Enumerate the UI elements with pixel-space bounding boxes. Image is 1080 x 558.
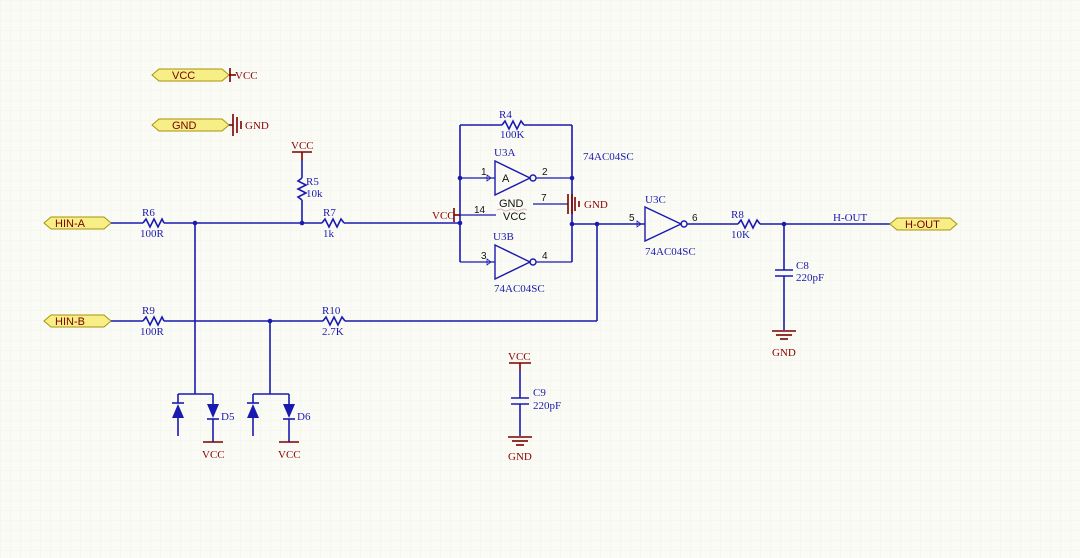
vcc-d6-label: VCC — [278, 449, 301, 461]
r4-value: 100K — [500, 129, 525, 141]
vcc-power-label: VCC — [235, 70, 258, 82]
vcc-power-symbol: VCC — [229, 68, 258, 82]
vcc-d5-symbol: VCC — [202, 441, 225, 461]
u3b-pin-in: 3 — [481, 251, 487, 262]
gnd-c8-label: GND — [772, 347, 796, 359]
vcc-u3-label: VCC — [432, 210, 455, 222]
vcc-port[interactable]: VCC — [151, 68, 230, 82]
r5-ref: R5 — [306, 176, 319, 188]
r7-ref: R7 — [323, 207, 336, 219]
r6-value: 100R — [140, 228, 165, 240]
u3-vcc-pin-label: VCC — [503, 211, 526, 223]
r9-value: 100R — [140, 326, 165, 338]
hin-b-port[interactable]: HIN-B — [43, 314, 112, 328]
diode-d6-left[interactable] — [247, 394, 259, 436]
u3b-pin-out: 4 — [542, 251, 548, 262]
u3b-ref: U3B — [493, 231, 514, 243]
resistor-r5[interactable]: R5 10k — [296, 176, 323, 201]
u3c-pin-out: 6 — [692, 213, 698, 224]
r6-ref: R6 — [142, 207, 155, 219]
resistor-r6[interactable]: R6 100R — [140, 207, 165, 240]
gate-u3b[interactable]: U3B 3 4 74AC04SC — [481, 231, 548, 295]
gnd-c9-label: GND — [508, 451, 532, 463]
resistor-r8[interactable]: R8 10K — [731, 209, 761, 241]
resistor-r7[interactable]: R7 1k — [321, 207, 345, 240]
c8-ref: C8 — [796, 260, 809, 272]
r7-value: 1k — [323, 228, 335, 240]
r10-value: 2.7K — [322, 326, 344, 338]
c8-value: 220pF — [796, 272, 824, 284]
u3-gnd-pin-number: 7 — [541, 193, 547, 204]
r8-value: 10K — [731, 229, 750, 241]
u3a-inner-label: A — [502, 173, 510, 185]
r5-value: 10k — [306, 188, 323, 200]
u3c-pin-in: 5 — [629, 213, 635, 224]
vcc-d5-label: VCC — [202, 449, 225, 461]
diode-d5-right[interactable]: D5 — [207, 394, 235, 442]
junction — [594, 221, 600, 227]
junction — [457, 220, 463, 226]
gnd-port[interactable]: GND — [151, 118, 230, 132]
gnd-u3-symbol: GND — [567, 194, 608, 214]
gnd-c8-symbol: GND — [772, 330, 796, 359]
vcc-port-label: VCC — [172, 70, 195, 82]
u3a-ref: U3A — [494, 147, 515, 159]
vcc-c9-symbol: VCC — [508, 351, 531, 370]
vcc-c9-label: VCC — [508, 351, 531, 363]
h-out-port-label: H-OUT — [905, 219, 940, 231]
diode-d5-left[interactable] — [172, 394, 184, 436]
diode-d6-right[interactable]: D6 — [283, 394, 311, 442]
d6-ref: D6 — [297, 411, 311, 423]
gnd-port-label: GND — [172, 120, 197, 132]
d5-ref: D5 — [221, 411, 235, 423]
u3c-ref: U3C — [645, 194, 666, 206]
r4-ref: R4 — [499, 109, 512, 121]
u3b-part: 74AC04SC — [494, 283, 545, 295]
u3a-pin-in: 1 — [481, 167, 487, 178]
vcc-r5-symbol: VCC — [291, 140, 314, 160]
u3a-part: 74AC04SC — [583, 151, 634, 163]
hin-a-port-label: HIN-A — [55, 218, 86, 230]
gate-u3a[interactable]: U3A A 1 2 — [481, 147, 548, 197]
u3c-part: 74AC04SC — [645, 246, 696, 258]
gnd-c9-symbol: GND — [508, 436, 532, 463]
u3-gnd-pin-label: GND — [499, 198, 524, 210]
r8-ref: R8 — [731, 209, 744, 221]
vcc-d6-symbol: VCC — [278, 441, 301, 461]
u3-vcc-pin-number: 14 — [474, 205, 486, 216]
gnd-power-label: GND — [245, 120, 269, 132]
vcc-u3-symbol: VCC — [432, 208, 460, 222]
hin-a-port[interactable]: HIN-A — [43, 216, 112, 230]
resistor-r4[interactable]: R4 100K — [499, 109, 525, 141]
hin-b-port-label: HIN-B — [55, 316, 85, 328]
r9-ref: R9 — [142, 305, 155, 317]
h-out-port[interactable]: H-OUT — [889, 217, 958, 231]
u3-power-pins: GND 7 VCC 14 — [460, 193, 568, 223]
vcc-r5-label: VCC — [291, 140, 314, 152]
r10-ref: R10 — [322, 305, 341, 317]
gnd-u3-label: GND — [584, 199, 608, 211]
gnd-power-symbol: GND — [229, 114, 269, 136]
resistor-r10[interactable]: R10 2.7K — [322, 305, 346, 338]
u3a-pin-out: 2 — [542, 167, 548, 178]
resistor-r9[interactable]: R9 100R — [140, 305, 165, 338]
c9-value: 220pF — [533, 400, 561, 412]
c9-ref: C9 — [533, 387, 546, 399]
net-label-h-out: H-OUT — [833, 212, 867, 224]
gate-u3c[interactable]: U3C 5 6 74AC04SC — [629, 194, 698, 258]
